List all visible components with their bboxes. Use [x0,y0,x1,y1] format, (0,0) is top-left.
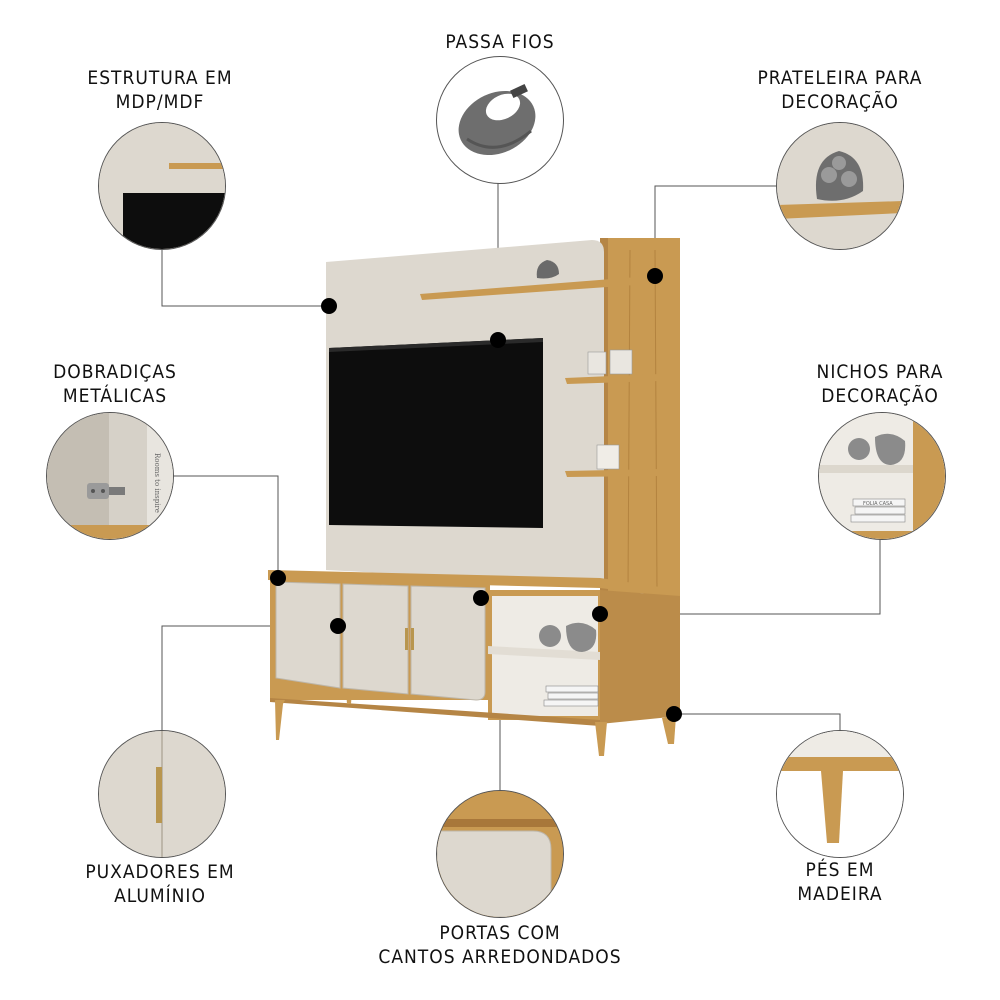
handle-icon [98,730,226,858]
rounded-door-icon [436,790,564,918]
side-tower [600,238,680,593]
connector-estrutura [161,248,329,307]
dot-dobradicas [270,570,286,586]
wooden-leg-icon [776,730,904,858]
top-shelf [420,260,650,300]
niche-icon: FOLIA CASA [818,412,946,540]
rack-doors [270,580,490,701]
label-passa-fios: PASSA FIOS [445,31,555,53]
dot-prateleira [647,268,663,284]
dot-nichos [592,606,608,622]
niche-book-text: FOLIA CASA [863,501,893,507]
dot-passa-fios [490,332,506,348]
dot-pes [666,706,682,722]
dot-estrutura [321,298,337,314]
shelf-icon [776,122,904,250]
connector-dobradicas [162,475,279,578]
rack-niche [488,590,600,720]
connector-nichos [600,520,881,615]
rack-legs [275,690,676,756]
hinge-icon: Rooms to inspire [46,412,174,540]
dot-portas [473,590,489,606]
hinge-book-text: Rooms to inspire [153,453,161,513]
callout-dots [270,268,682,722]
panel-structure-icon [98,122,226,250]
television [329,338,543,528]
dot-puxadores [330,618,346,634]
cable-grommet-icon [436,56,564,184]
niche-shelves [565,349,660,477]
rack-side [600,590,680,724]
